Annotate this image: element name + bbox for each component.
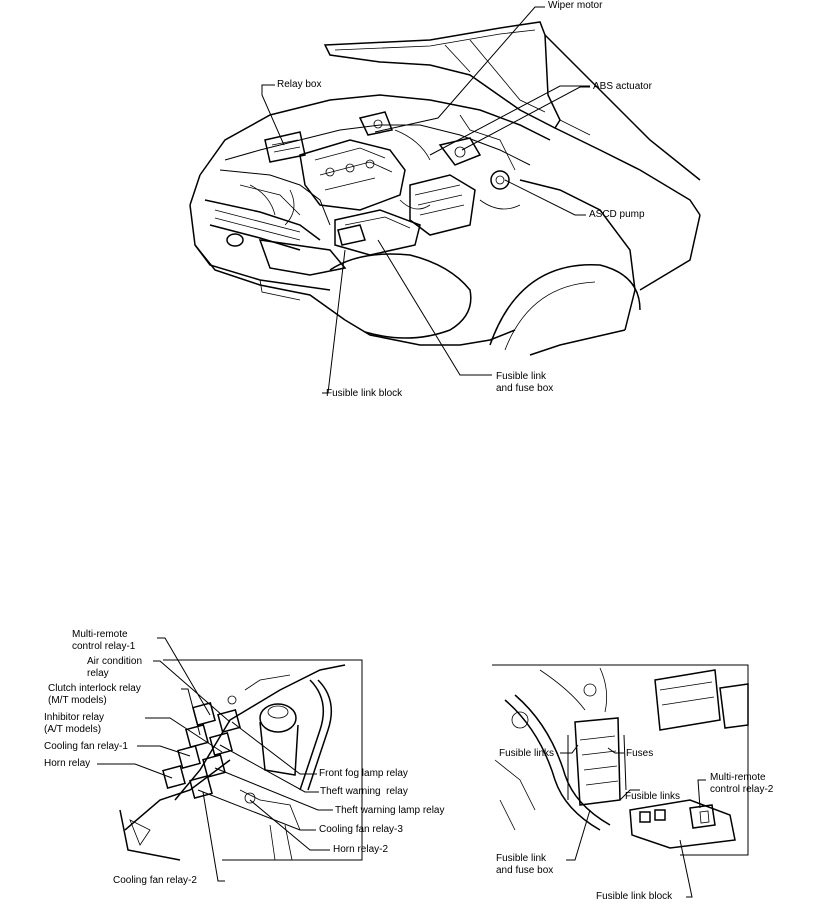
theft-warning-relay-label: Theft warning relay <box>320 786 408 797</box>
cooling-fan-relay-1-label: Cooling fan relay-1 <box>44 741 128 752</box>
front-fog-lamp-relay-label: Front fog lamp relay <box>319 768 408 779</box>
fusible-links-right-label: Fusible links <box>625 791 681 802</box>
fusible-link-and-fuse-box-label: Fusible link and fuse box <box>496 371 554 394</box>
horn-relay-2-label: Horn relay-2 <box>333 844 389 855</box>
fusible-link-block-label-2: Fusible link block <box>596 891 673 902</box>
cooling-fan-relay-3-label: Cooling fan relay-3 <box>319 824 403 835</box>
theft-warning-lamp-relay-label: Theft warning lamp relay <box>335 805 445 816</box>
multi-remote-control-relay-2-label: Multi-remote control relay-2 <box>710 772 774 795</box>
ascd-pump-label: ASCD pump <box>589 209 645 220</box>
cooling-fan-relay-2-label: Cooling fan relay-2 <box>113 875 197 886</box>
air-condition-relay-label: Air condition relay <box>87 656 143 679</box>
wiper-motor-label: Wiper motor <box>548 0 603 11</box>
abs-actuator-label: ABS actuator <box>593 81 652 92</box>
inhibitor-relay-label: Inhibitor relay (A/T models) <box>44 712 105 735</box>
fuses-label: Fuses <box>626 748 654 759</box>
multi-remote-control-relay-1-label: Multi-remote control relay-1 <box>72 629 136 652</box>
relay-box-label: Relay box <box>277 79 322 90</box>
fusible-link-and-fuse-box-label-2: Fusible link and fuse box <box>496 853 554 876</box>
fusible-link-block-label: Fusible link block <box>326 388 403 399</box>
clutch-interlock-relay-label: Clutch interlock relay (M/T models) <box>48 683 141 706</box>
horn-relay-label: Horn relay <box>44 758 91 769</box>
fusible-links-left-label: Fusible links <box>499 748 555 759</box>
